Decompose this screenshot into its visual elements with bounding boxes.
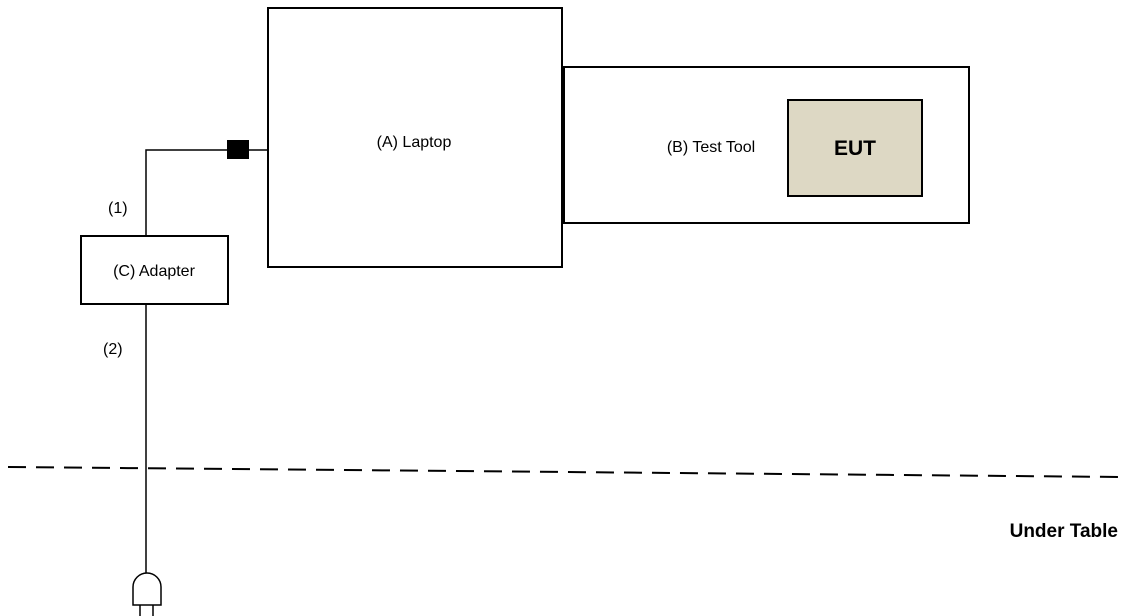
connector-block-icon [227,140,249,159]
adapter-label: (C) Adapter [113,263,195,280]
cable-1-line [145,149,268,236]
cable-2-label: (2) [103,341,123,358]
laptop-box [267,7,563,268]
laptop-label: (A) Laptop [377,134,452,151]
eut-label: EUT [834,137,876,160]
power-plug-icon [132,572,162,616]
under-table-label: Under Table [1010,521,1118,542]
table-edge-line [7,466,1123,478]
cable-1-label: (1) [108,200,128,217]
adapter-box [80,235,229,305]
eut-box [787,99,923,197]
test-tool-label: (B) Test Tool [667,139,755,156]
